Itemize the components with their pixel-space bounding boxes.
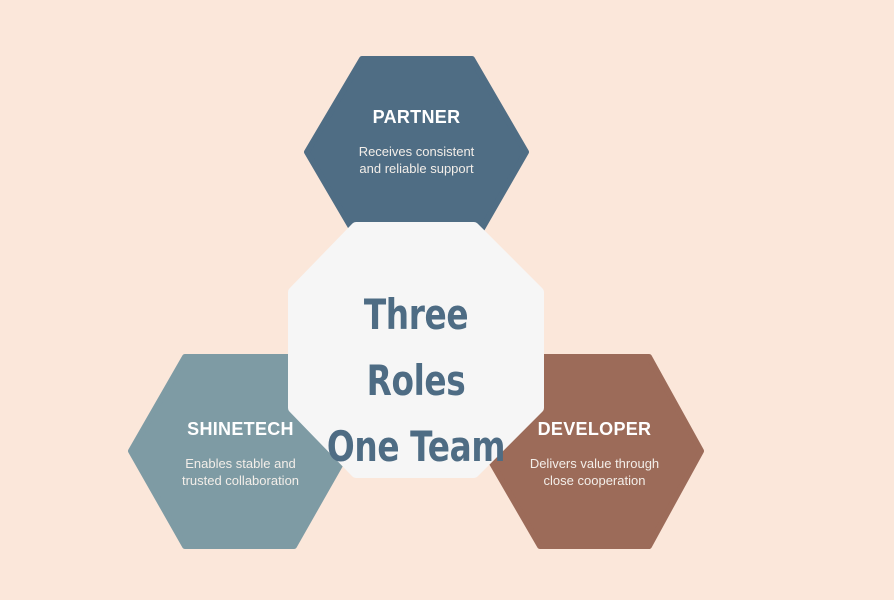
center-title-line2: One Team	[326, 422, 506, 471]
shinetech-desc-1: Enables stable and	[185, 456, 296, 471]
shinetech-desc-2: trusted collaboration	[181, 473, 300, 488]
center-octagon	[288, 222, 544, 478]
partner-desc-1: Receives consistent	[358, 144, 475, 159]
partner-desc-2: and reliable support	[359, 161, 474, 176]
shinetech-title: SHINETECH	[187, 419, 294, 439]
center-title: Three Roles One Team	[318, 282, 515, 480]
developer-desc-2: close cooperation	[543, 473, 646, 488]
developer-desc-1: Delivers value through	[529, 456, 660, 471]
developer-label: DEVELOPER Delivers value through close c…	[483, 419, 706, 489]
partner-label: PARTNER Receives consistent and reliable…	[305, 107, 528, 177]
center-title-line1: Three Roles	[363, 290, 469, 405]
partner-title: PARTNER	[372, 107, 461, 127]
developer-title: DEVELOPER	[537, 419, 652, 439]
shinetech-label: SHINETECH Enables stable and trusted col…	[129, 419, 352, 489]
